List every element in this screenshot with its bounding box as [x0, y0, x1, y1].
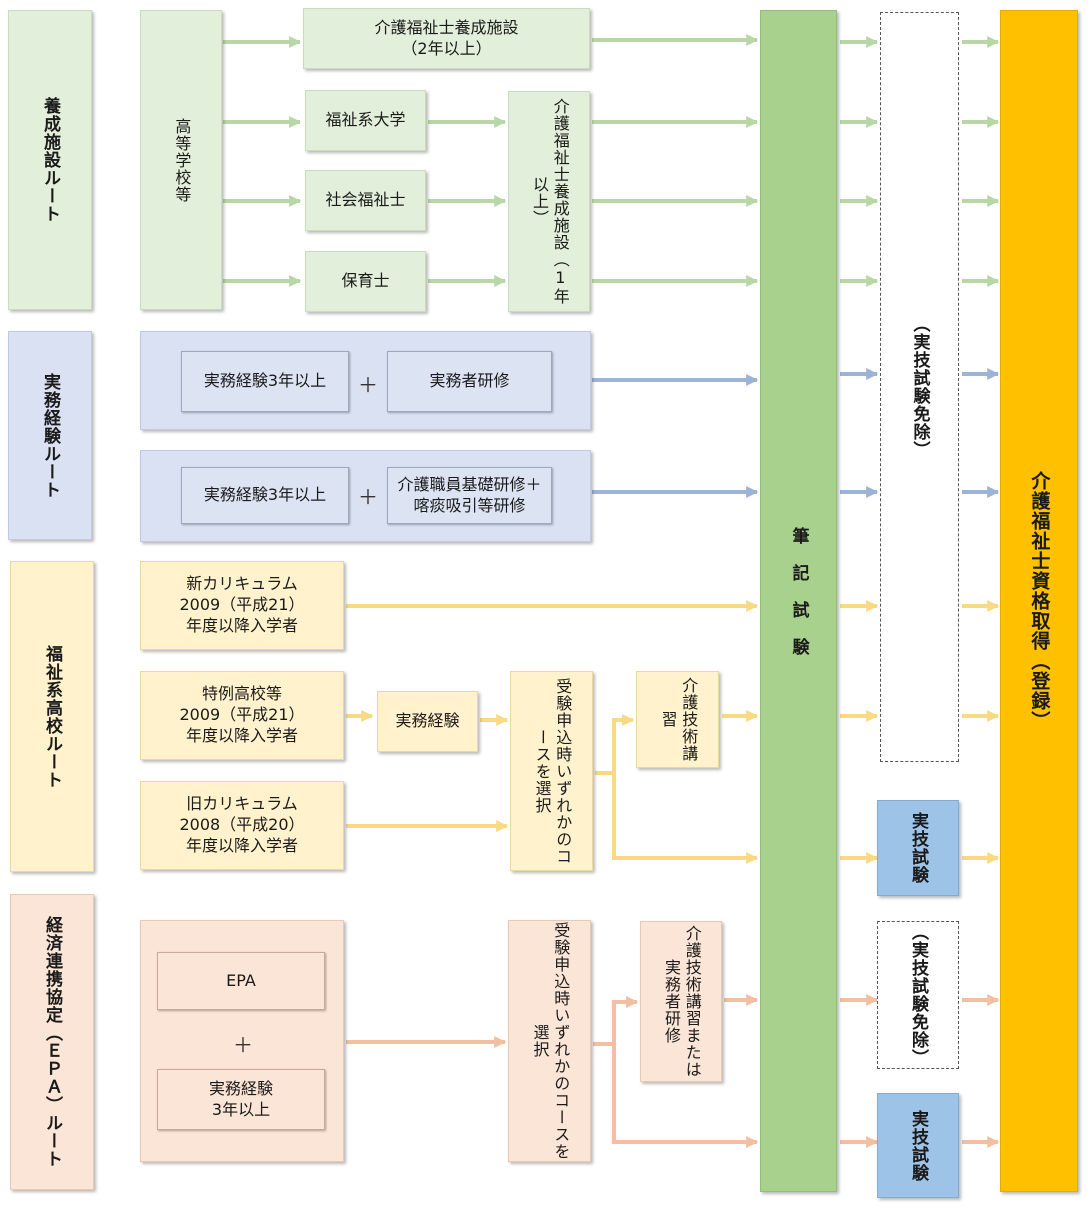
peach-arrows [346, 994, 1000, 1148]
old-curriculum-line3: 年度以降入学者 [185, 835, 298, 855]
care-worker-school-2yr-line1: 介護福祉士養成施設 [374, 17, 519, 37]
practical-exam-2: 実技試験 [877, 1093, 959, 1198]
old-curriculum-box: 旧カリキュラム 2008（平成20） 年度以降入学者 [140, 781, 344, 870]
epa-course-options-box: 介護技術講習または実務者研修 [640, 921, 722, 1082]
old-curriculum-line2: 2008（平成20） [179, 815, 305, 835]
basic-training-line2: 喀痰吸引等研修 [413, 495, 526, 515]
experience-3yr-box-2: 実務経験3年以上 [181, 467, 349, 524]
care-worker-qualification-box: 介護福祉士資格取得（登録） [1000, 10, 1078, 1192]
course-selection-box: 受験申込時いずれかのコースを選択 [510, 671, 593, 871]
experience-3yr-box-1: 実務経験3年以上 [181, 351, 349, 412]
epa-course-selection-box: 受験申込時いずれかのコースを選択 [508, 920, 591, 1162]
care-worker-school-1yr: 介護福祉士養成施設（1年以上） [508, 91, 590, 312]
epa-experience-line2: 3年以上 [211, 1099, 271, 1119]
practitioner-training-box: 実務者研修 [387, 351, 552, 412]
care-worker-school-2yr: 介護福祉士養成施設 （2年以上） [303, 8, 590, 69]
special-high-school-line1: 特例高校等 [201, 684, 282, 704]
plus-sign: ＋ [358, 373, 378, 397]
special-high-school-line3: 年度以降入学者 [185, 725, 298, 745]
new-curriculum-box: 新カリキュラム 2009（平成21） 年度以降入学者 [140, 561, 344, 650]
yellow-arrows [346, 600, 1000, 864]
new-curriculum-line3: 年度以降入学者 [185, 615, 298, 635]
old-curriculum-line1: 旧カリキュラム [186, 794, 298, 814]
blue-arrows [592, 368, 1000, 498]
welfare-university-box: 福祉系大学 [305, 90, 426, 151]
green-arrows [223, 34, 1000, 287]
new-curriculum-line1: 新カリキュラム [186, 574, 298, 594]
practical-exam-1: 実技試験 [877, 800, 959, 896]
plus-sign: ＋ [358, 485, 378, 509]
special-high-school-line2: 2009（平成21） [179, 705, 305, 725]
route-label-practical-experience: 実務経験ルート [8, 331, 92, 540]
basic-training-box: 介護職員基礎研修＋ 喀痰吸引等研修 [387, 467, 552, 524]
written-exam-box: 筆記試験 [760, 10, 837, 1192]
epa-experience-line1: 実務経験 [208, 1078, 273, 1098]
epa-experience-box: 実務経験 3年以上 [157, 1069, 325, 1130]
social-worker-box: 社会福祉士 [305, 170, 426, 231]
practical-exam-exemption-1: （実技試験免除） [880, 12, 959, 762]
plus-sign: ＋ [233, 1033, 253, 1057]
practical-exam-exemption-2: （実技試験免除） [877, 921, 959, 1069]
route-label-training: 養成施設ルート [8, 10, 92, 310]
special-high-school-box: 特例高校等 2009（平成21） 年度以降入学者 [140, 671, 344, 760]
route-label-welfare-high-school: 福祉系高校ルート [10, 561, 94, 872]
nursery-teacher-box: 保育士 [305, 251, 426, 312]
new-curriculum-line2: 2009（平成21） [179, 595, 305, 615]
work-experience-box: 実務経験 [377, 691, 478, 752]
epa-box: EPA [157, 952, 325, 1010]
skills-course-box: 介護技術講習 [636, 671, 719, 768]
care-worker-school-2yr-line2: （2年以上） [401, 38, 492, 58]
high-school-box: 高等学校等 [140, 10, 222, 310]
route-label-epa: 経済連携協定（ＥＰＡ）ルート [10, 894, 94, 1190]
basic-training-line1: 介護職員基礎研修＋ [397, 474, 542, 494]
